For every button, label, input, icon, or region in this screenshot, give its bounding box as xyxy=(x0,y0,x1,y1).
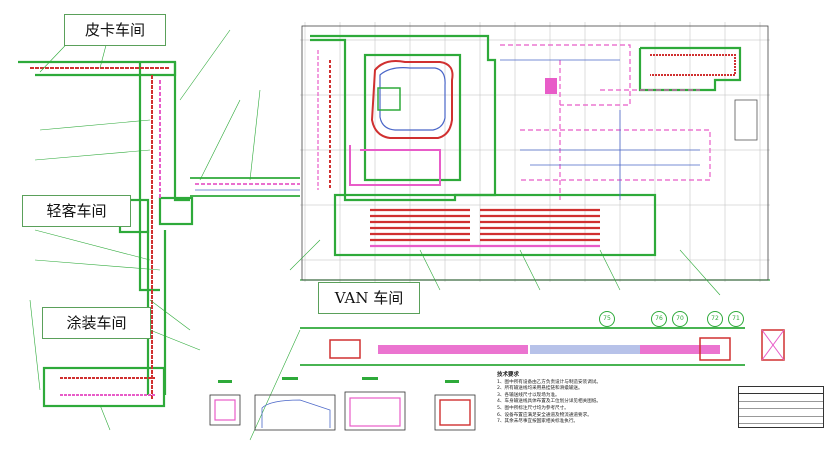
storage-rows xyxy=(370,208,600,248)
left-building xyxy=(18,60,194,408)
technical-notes: 技术要求 1、图中所有设备由乙方负责设计与制造安装调试。 2、所有输送线均采用悬… xyxy=(497,372,732,426)
overhead-conveyor xyxy=(500,44,736,200)
title-block-header xyxy=(739,387,823,394)
notes-line: 2、所有输送线均采用悬挂链和滑撬输送。 xyxy=(497,386,583,392)
section-views xyxy=(209,391,476,431)
equipment-block xyxy=(545,78,557,94)
blue-paths xyxy=(500,59,700,200)
notes-line: 1、图中所有设备由乙方负责设计与制造安装调试。 xyxy=(497,379,601,385)
grid-lines xyxy=(300,22,770,282)
notes-title: 技术要求 xyxy=(497,372,520,378)
bubble-72: 72 xyxy=(707,311,723,327)
elevation-view xyxy=(300,327,785,366)
notes-line: 3、各输送线尺寸以现场为准。 xyxy=(497,392,560,398)
notes-line: 7、其余未尽事宜按国家相关标准执行。 xyxy=(497,419,579,425)
label-light-bus-workshop: 轻客车间 xyxy=(22,195,131,227)
van-building xyxy=(300,25,770,281)
bubble-75: 75 xyxy=(599,311,615,327)
notes-line: 6、设备布置应满足安全通道及物流通道要求。 xyxy=(497,412,592,418)
title-block-row xyxy=(739,394,823,402)
bubble-76: 76 xyxy=(651,311,667,327)
label-pickup-workshop: 皮卡车间 xyxy=(64,14,166,46)
label-painting-workshop: 涂装车间 xyxy=(42,307,151,339)
office-block xyxy=(734,99,758,141)
connecting-corridor xyxy=(190,177,300,197)
leader-lines xyxy=(29,29,721,441)
bubble-70: 70 xyxy=(672,311,688,327)
title-block xyxy=(738,386,824,428)
van-conveyors xyxy=(317,50,454,190)
label-van-workshop: VAN 车间 xyxy=(318,282,420,314)
title-block-row xyxy=(739,417,823,424)
title-block-row xyxy=(739,409,823,417)
title-block-row xyxy=(739,402,823,409)
notes-line: 5、图中所标注尺寸均为参考尺寸。 xyxy=(497,405,569,411)
notes-line: 4、车身输送线具体布置及工位划分详见相关图纸。 xyxy=(497,399,601,405)
bubble-71: 71 xyxy=(728,311,744,327)
section-titles xyxy=(218,377,459,383)
